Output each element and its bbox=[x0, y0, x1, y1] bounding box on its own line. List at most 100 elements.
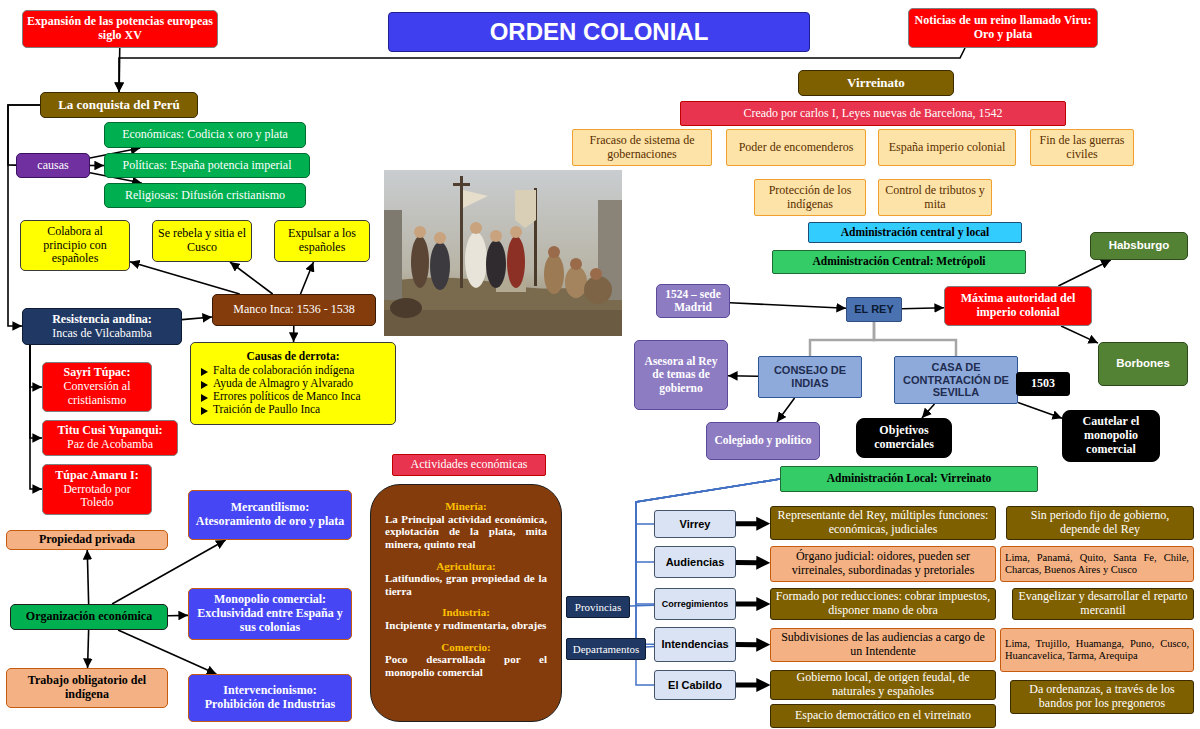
box-text: Cautelar el monopolio comercial bbox=[1067, 415, 1155, 456]
box-text: Incipiente y rudimentaria, obrajes bbox=[385, 619, 547, 632]
box-text: Gobierno local, de origen feudal, de nat… bbox=[775, 671, 991, 699]
concept-box: Colabora al principio con españoles bbox=[20, 220, 130, 271]
connector-arrow bbox=[777, 398, 795, 422]
box-text: Monopolio comercial: bbox=[214, 593, 326, 607]
box-text: Fracaso de sistema de gobernaciones bbox=[577, 134, 707, 162]
painting-shape bbox=[584, 276, 612, 304]
box-text: Sayri Túpac: bbox=[64, 366, 131, 380]
concept-box: Borbones bbox=[1098, 342, 1188, 386]
concept-box: Sin periodo fijo de gobierno, depende de… bbox=[1006, 506, 1194, 540]
box-text: Fin de las guerras civiles bbox=[1035, 134, 1129, 162]
box-text: Virreinato bbox=[847, 76, 905, 91]
painting-shape bbox=[570, 258, 582, 270]
box-text: Objetivos comerciales bbox=[861, 424, 947, 452]
box-text: Intervencionismo: bbox=[223, 684, 316, 698]
box-text: Prohibición de Industrias bbox=[205, 698, 335, 712]
painting-shape bbox=[384, 170, 622, 336]
box-text: Provincias bbox=[575, 601, 621, 614]
box-text: Colegiado y político bbox=[714, 434, 811, 447]
concept-box: Gobierno local, de origen feudal, de nat… bbox=[770, 670, 996, 700]
concept-box: 1524 – sede Madrid bbox=[656, 284, 730, 318]
painting-shape bbox=[430, 242, 450, 290]
connector-arrow bbox=[300, 262, 313, 294]
box-text: Industria: bbox=[385, 606, 547, 619]
concept-box: Túpac Amaru I:Derrotado por Toledo bbox=[42, 464, 152, 515]
box-text: Derrotado por Toledo bbox=[47, 483, 147, 511]
title-text: ORDEN COLONIAL bbox=[490, 18, 709, 46]
connector-arrow bbox=[293, 326, 295, 342]
painting-shape bbox=[465, 232, 487, 288]
concept-box: Expansión de las potencias europeas sigl… bbox=[22, 10, 218, 48]
concept-box: Políticas: España potencia imperial bbox=[104, 153, 310, 178]
box-text: Traición de Paullo Inca bbox=[199, 403, 320, 416]
box-text: Manco Inca: 1536 - 1538 bbox=[233, 303, 354, 317]
box-text: Órgano judicial: oidores, pueden ser vir… bbox=[775, 550, 991, 578]
concept-box: Religiosas: Difusión cristianismo bbox=[104, 183, 306, 208]
box-text: Control de tributos y mita bbox=[883, 184, 987, 212]
concept-box: Poder de encomenderos bbox=[726, 129, 866, 166]
concept-box: Sayri Túpac:Conversión al cristianismo bbox=[42, 362, 152, 412]
concept-box: Lima, Panamá, Quito, Santa Fe, Chile, Ch… bbox=[1000, 546, 1194, 582]
box-text: 1524 – sede Madrid bbox=[661, 288, 725, 314]
box-text: Subdivisiones de las audiencias a cargo … bbox=[775, 631, 991, 659]
concept-box: Departamentos bbox=[566, 638, 646, 660]
box-text: Lima, Trujillo, Huamanga, Puno, Cusco, H… bbox=[1005, 638, 1189, 662]
connector-arrow bbox=[1061, 326, 1098, 343]
box-text: Audiencias bbox=[666, 556, 725, 569]
concept-box: El Cabildo bbox=[654, 670, 736, 700]
concept-box: Actividades económicas bbox=[392, 454, 546, 476]
box-text: Virrey bbox=[680, 518, 711, 531]
concept-box: Económicas: Codicia x oro y plata bbox=[104, 122, 306, 148]
connector-arrow bbox=[736, 683, 757, 688]
connector-arrow bbox=[1018, 402, 1062, 418]
box-text: Corregimientos bbox=[662, 599, 729, 609]
painting-illustration bbox=[384, 170, 622, 336]
painting-shape bbox=[384, 210, 402, 300]
box-text: CONSEJO DE INDIAS bbox=[763, 364, 857, 389]
concept-box: Colegiado y político bbox=[706, 422, 820, 460]
box-text: Túpac Amaru I: bbox=[55, 469, 138, 483]
box-text: Agricultura: bbox=[385, 560, 547, 573]
concept-box: Formado por reducciones: cobrar impuesto… bbox=[770, 588, 996, 620]
box-text: Trabajo obligatorio del indígena bbox=[11, 674, 163, 702]
box-text: Administración Local: Virreinato bbox=[827, 472, 992, 485]
box-text: Religiosas: Difusión cristianismo bbox=[125, 189, 285, 203]
painting-shape bbox=[510, 226, 522, 238]
concept-box: La conquista del Perú bbox=[40, 92, 198, 118]
concept-box: Administración central y local bbox=[808, 222, 1022, 243]
painting-shape bbox=[414, 226, 426, 238]
connector-arrow bbox=[728, 375, 758, 377]
connector-arrow bbox=[636, 479, 780, 644]
connector-arrow bbox=[30, 345, 42, 438]
box-text: La conquista del Perú bbox=[58, 98, 180, 113]
connector-arrow bbox=[8, 105, 40, 326]
concept-box: 1503 bbox=[1016, 372, 1070, 396]
box-text: Incas de Vilcabamba bbox=[52, 327, 152, 341]
box-text: Colabora al principio con españoles bbox=[25, 225, 125, 266]
bullet-symbol bbox=[201, 368, 208, 376]
box-text: Exclusividad entre España y sus colonias bbox=[193, 607, 347, 635]
concept-box: Monopolio comercial:Exclusividad entre E… bbox=[188, 588, 352, 640]
box-text: Intendencias bbox=[661, 638, 728, 651]
box-text: Paz de Acobamba bbox=[67, 438, 153, 452]
title-banner: ORDEN COLONIAL bbox=[388, 12, 810, 52]
concept-box: Fracaso de sistema de gobernaciones bbox=[572, 129, 712, 166]
bullet-symbol bbox=[201, 394, 208, 402]
box-text: Organización económica bbox=[26, 610, 152, 624]
box-text: España imperio colonial bbox=[889, 141, 1006, 155]
box-text: Comercio: bbox=[385, 641, 547, 654]
concept-box: Virrey bbox=[654, 510, 736, 538]
box-text: Sin periodo fijo de gobierno, depende de… bbox=[1011, 509, 1189, 537]
concept-box: Causas de derrota:Falta de colaboración … bbox=[190, 342, 396, 425]
concept-box: Protección de los indígenas bbox=[754, 179, 866, 216]
box-text: Políticas: España potencia imperial bbox=[123, 159, 292, 173]
box-text: Administración central y local bbox=[841, 226, 990, 239]
connector-arrow bbox=[736, 602, 757, 607]
concept-box: España imperio colonial bbox=[878, 129, 1016, 166]
concept-box: Fin de las guerras civiles bbox=[1030, 129, 1134, 166]
connector-arrow bbox=[1058, 260, 1110, 286]
concept-box: Corregimientos bbox=[654, 588, 736, 620]
concept-box: Audiencias bbox=[654, 546, 736, 578]
connector-arrow bbox=[736, 560, 757, 565]
